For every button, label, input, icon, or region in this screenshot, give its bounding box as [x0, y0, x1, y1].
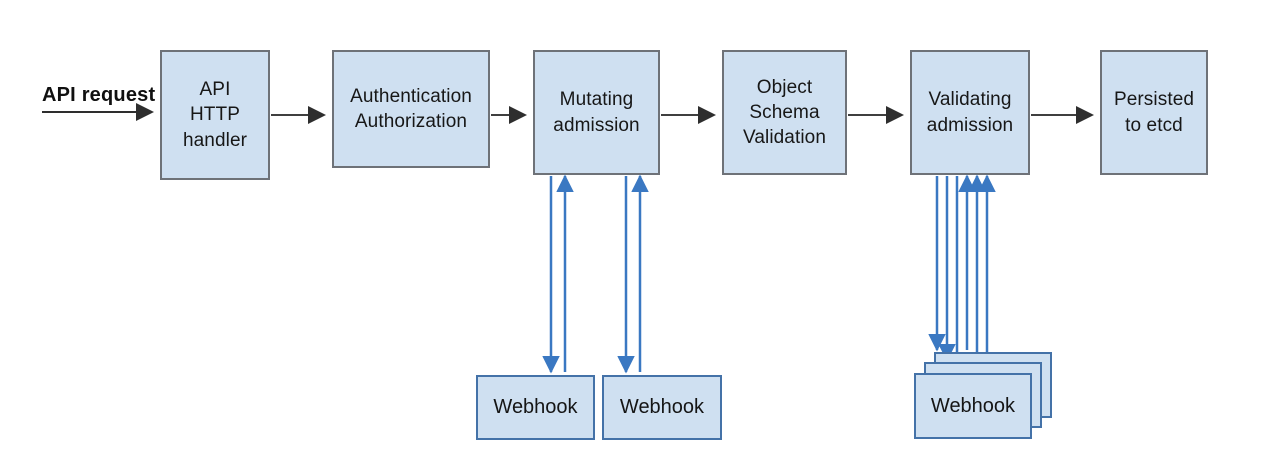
node-persisted-to-etcd[interactable]: Persisted to etcd — [1100, 50, 1208, 175]
node-line: Persisted — [1113, 89, 1195, 111]
node-api-http-handler-label: API HTTP handler — [183, 77, 247, 152]
node-line: API — [199, 79, 231, 101]
mutating-webhook-1-label: Webhook — [493, 396, 578, 418]
node-object-schema-validation-label: Object Schema Validation — [743, 75, 826, 150]
mutating-webhook-2-label: Webhook — [619, 396, 705, 418]
node-line: handler — [182, 129, 248, 151]
node-line: admission — [553, 114, 640, 136]
mutating-webhook-1[interactable]: Webhook — [476, 375, 595, 440]
node-validating-admission-label: Validating admission — [927, 87, 1013, 137]
node-line: Validation — [742, 127, 827, 149]
node-line: admission — [926, 114, 1014, 136]
node-authentication-authorization[interactable]: Authentication Authorization — [332, 50, 490, 168]
node-api-http-handler[interactable]: API HTTP handler — [160, 50, 270, 180]
node-line: Object — [756, 76, 813, 98]
validating-webhook-label: Webhook — [930, 394, 1016, 417]
node-line: Authorization — [354, 111, 468, 132]
node-line: Mutating — [559, 89, 634, 111]
node-line: Schema — [749, 101, 820, 123]
validating-webhook-front[interactable]: Webhook — [914, 373, 1032, 439]
node-persisted-to-etcd-label: Persisted to etcd — [1114, 87, 1194, 137]
node-mutating-admission-label: Mutating admission — [553, 87, 639, 137]
node-mutating-admission[interactable]: Mutating admission — [533, 50, 660, 175]
node-line: Validating — [928, 89, 1012, 111]
node-validating-admission[interactable]: Validating admission — [910, 50, 1030, 175]
node-line: to etcd — [1125, 114, 1183, 136]
node-authentication-authorization-label: Authentication Authorization — [350, 84, 472, 134]
node-object-schema-validation[interactable]: Object Schema Validation — [722, 50, 847, 175]
node-line: HTTP — [189, 104, 240, 126]
mutating-webhook-2[interactable]: Webhook — [602, 375, 722, 440]
node-line: Authentication — [350, 85, 472, 107]
api-request-label: API request — [42, 84, 156, 106]
